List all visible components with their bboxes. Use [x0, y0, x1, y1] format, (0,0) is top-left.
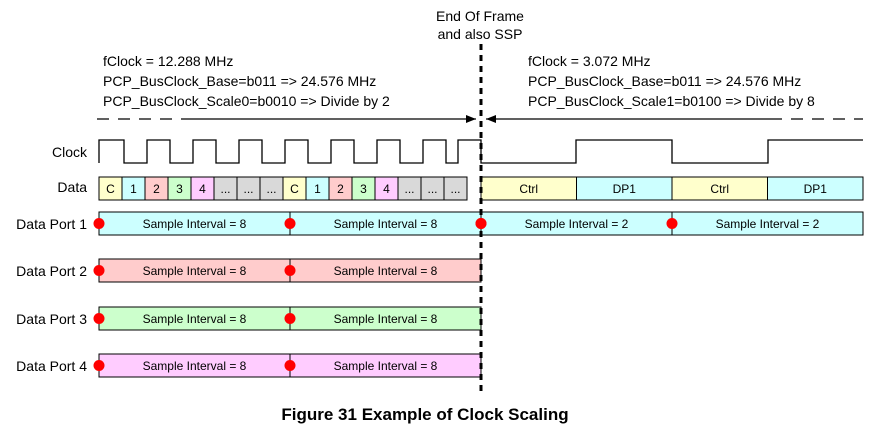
data-cell-label: Ctrl [710, 182, 729, 196]
dp3-interval-label: Sample Interval = 8 [143, 312, 247, 326]
data-cell-label: 3 [176, 182, 183, 196]
left-scale: PCP_BusClock_Scale0=b0010 => Divide by 2 [103, 93, 390, 109]
sample-marker [93, 313, 105, 324]
data-cell-label: 1 [130, 182, 137, 196]
dp2-interval-label: Sample Interval = 8 [334, 264, 438, 278]
dp4-interval-label: Sample Interval = 8 [334, 359, 438, 373]
data-cell-label: 2 [153, 182, 160, 196]
data-cell-label: 4 [383, 182, 390, 196]
data-row-label: Data [57, 179, 87, 195]
data-cell-label: C [106, 182, 115, 196]
dp2-interval-label: Sample Interval = 8 [143, 264, 247, 278]
data-cell-label: ... [266, 182, 276, 196]
sample-markers [93, 218, 678, 371]
eof-label-line1: End Of Frame [436, 8, 524, 24]
dp2-row-label: Data Port 2 [16, 263, 87, 279]
dp4-interval-label: Sample Interval = 8 [143, 359, 247, 373]
sample-marker [284, 218, 296, 229]
dp1-interval-label: Sample Interval = 2 [525, 217, 629, 231]
dp1-interval-label: Sample Interval = 8 [334, 217, 438, 231]
dp3-row-label: Data Port 3 [16, 311, 87, 327]
data-cell-label: C [290, 182, 299, 196]
data-cell [443, 176, 468, 201]
dp1-interval-label: Sample Interval = 8 [143, 217, 247, 231]
data-cell-label: ... [243, 182, 253, 196]
data-cell-label: ... [220, 182, 230, 196]
sample-marker [284, 360, 296, 371]
right-fclock: fClock = 3.072 MHz [528, 53, 651, 69]
right-base: PCP_BusClock_Base=b011 => 24.576 MHz [528, 73, 801, 89]
eof-label-line2: and also SSP [438, 26, 523, 42]
data-cell-label: 2 [337, 182, 344, 196]
data-cell-label: 3 [360, 182, 367, 196]
data-cell-label: ... [404, 182, 414, 196]
sample-marker [93, 218, 105, 229]
data-cell [767, 176, 864, 201]
sample-marker [93, 265, 105, 276]
data-cell-label: DP1 [613, 182, 637, 196]
data-cell-label: Ctrl [519, 182, 538, 196]
clock-row-label: Clock [52, 144, 88, 160]
sample-marker [475, 218, 487, 229]
data-row: C 1 2 3 4......... C 1 2 3 4......... Ctrl DP1 Ctrl D… [98, 176, 864, 201]
sample-marker [93, 360, 105, 371]
data-cell-label: 1 [314, 182, 321, 196]
left-fclock: fClock = 12.288 MHz [103, 53, 233, 69]
data-cell-label: ... [427, 182, 437, 196]
data-cell-label: 4 [199, 182, 206, 196]
clock-waveform [98, 139, 863, 164]
data-cell-label: ... [450, 182, 460, 196]
data-cell-label: DP1 [804, 182, 828, 196]
dp3-interval-label: Sample Interval = 8 [334, 312, 438, 326]
sample-marker [284, 313, 296, 324]
sample-marker [666, 218, 678, 229]
right-scale: PCP_BusClock_Scale1=b0100 => Divide by 8 [528, 93, 815, 109]
figure-caption: Figure 31 Example of Clock Scaling [281, 405, 568, 424]
left-base: PCP_BusClock_Base=b011 => 24.576 MHz [103, 73, 376, 89]
dp1-row-label: Data Port 1 [16, 216, 87, 232]
sample-marker [284, 265, 296, 276]
dp1-interval-label: Sample Interval = 2 [716, 217, 820, 231]
dp4-row-label: Data Port 4 [16, 358, 87, 374]
